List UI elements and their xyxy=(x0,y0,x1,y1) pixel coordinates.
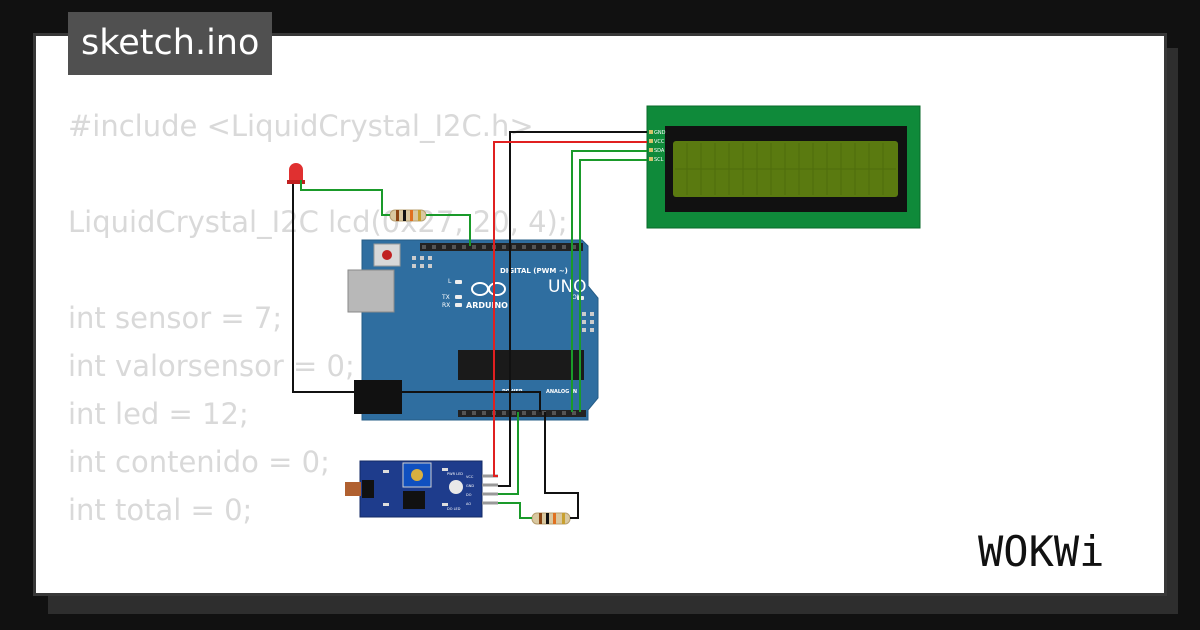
microcontroller-chip xyxy=(458,350,584,380)
sensor-resistor[interactable] xyxy=(531,512,571,525)
pwr-led-label: PWR LED xyxy=(447,472,463,476)
wokwi-logo-text: WOKWi xyxy=(978,527,1104,576)
digital-header xyxy=(420,243,583,251)
code-line: #include <LiquidCrystal_I2C.h> xyxy=(68,109,534,143)
code-line: int sensor = 7; xyxy=(68,301,283,335)
sensor-pin-gnd-label: GND xyxy=(466,484,474,488)
potentiometer-icon xyxy=(411,469,423,481)
sensor-pin-ao-label: AO xyxy=(466,502,471,506)
reset-button-icon xyxy=(382,250,392,260)
wokwi-logo: WOKWi xyxy=(978,527,1104,576)
led-rx-label: RX xyxy=(442,302,450,309)
board-model-label: UNO xyxy=(548,277,587,297)
preview-card: #include <LiquidCrystal_I2C.h>LiquidCrys… xyxy=(33,33,1167,596)
led-resistor[interactable] xyxy=(389,209,427,222)
board-brand-label: ARDUINO xyxy=(466,301,508,310)
code-line: int contenido = 0; xyxy=(68,445,330,479)
lcd-pin-gnd-label: GND xyxy=(654,130,666,136)
code-line: int led = 12; xyxy=(68,397,249,431)
wires xyxy=(292,131,647,519)
code-line: int valorsensor = 0; xyxy=(68,349,355,383)
led-tx-label: TX xyxy=(441,294,450,301)
light-sensor-module[interactable]: VCC GND DO AO PWR LED DO LED xyxy=(345,460,498,518)
red-led[interactable] xyxy=(287,163,305,184)
lcd-display[interactable]: GND VCC SDA SCL xyxy=(646,105,921,229)
lcd-pin-vcc-label: VCC xyxy=(654,139,665,145)
digital-header-label: DIGITAL (PWM ~) xyxy=(500,267,568,275)
code-line: int total = 0; xyxy=(68,493,253,527)
code-line: void setup() { xyxy=(68,582,568,593)
lcd-pin-scl-label: SCL xyxy=(654,157,664,163)
sensor-pin-do-label: DO xyxy=(466,493,472,497)
sensor-pin-vcc-label: VCC xyxy=(466,475,474,479)
do-led-label: DO LED xyxy=(447,507,461,511)
photoresistor-icon xyxy=(345,482,361,496)
arduino-logo-icon xyxy=(471,282,506,296)
usb-port-icon xyxy=(347,269,395,313)
led-l-label: L xyxy=(448,278,452,285)
led-on-label: ON xyxy=(572,294,581,301)
analog-header-label: ANALOG IN xyxy=(546,389,577,395)
arduino-uno-board[interactable]: DIGITAL (PWM ~) UNO ARDUINO L TX RX ON P… xyxy=(347,239,599,421)
file-title: sketch.ino xyxy=(68,12,273,75)
lcd-pin-sda-label: SDA xyxy=(654,148,665,154)
comparator-chip xyxy=(403,491,425,509)
power-jack-icon xyxy=(354,380,402,414)
